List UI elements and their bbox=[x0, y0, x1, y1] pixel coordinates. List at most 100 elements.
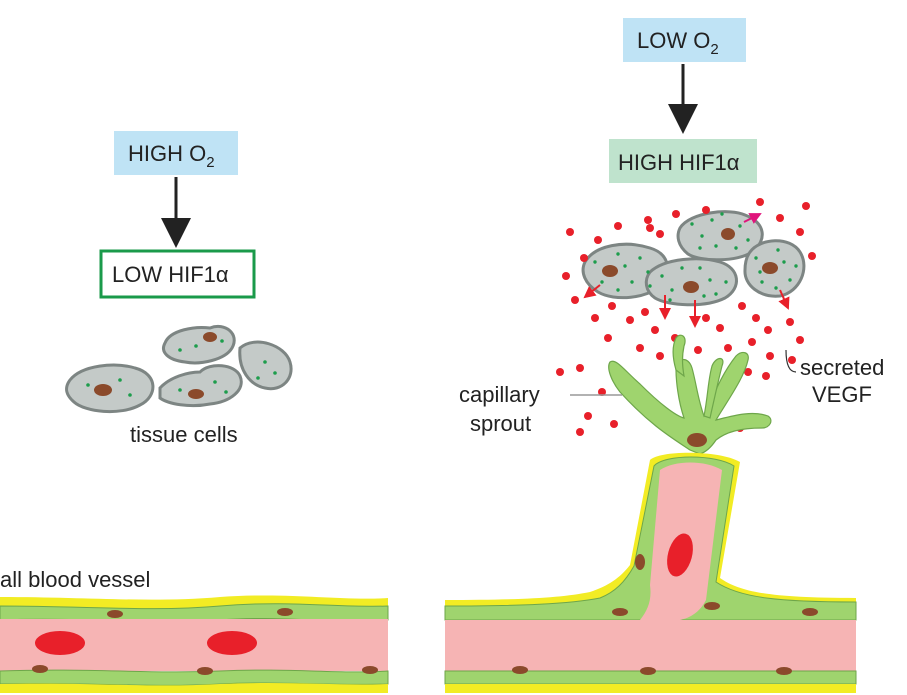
cell-dot bbox=[616, 288, 620, 292]
secretion-arrows bbox=[583, 284, 790, 328]
right-panel: LOW O2 HIGH HIF1α bbox=[444, 18, 884, 693]
tissue-cell bbox=[158, 364, 243, 408]
cell-dot bbox=[646, 270, 650, 274]
cell-dot bbox=[720, 212, 724, 216]
vegf-dot bbox=[641, 308, 649, 316]
cell-dot bbox=[680, 266, 684, 270]
vegf-dot bbox=[636, 344, 644, 352]
cell-dot bbox=[630, 280, 634, 284]
low-o2-box: LOW O2 bbox=[623, 18, 746, 62]
blood-vessel-label: all blood vessel bbox=[0, 567, 150, 592]
cell-dot bbox=[648, 284, 652, 288]
vegf-dot bbox=[610, 420, 618, 428]
vegf-dot bbox=[756, 198, 764, 206]
cell-dot bbox=[794, 264, 798, 268]
vegf-dot bbox=[644, 216, 652, 224]
cell-dot bbox=[708, 278, 712, 282]
vegf-dot bbox=[764, 326, 772, 334]
capillary-sprout bbox=[608, 334, 772, 455]
high-o2-box: HIGH O2 bbox=[114, 131, 238, 175]
vegf-dot bbox=[762, 372, 770, 380]
vegf-dot bbox=[584, 412, 592, 420]
tissue-cells bbox=[65, 325, 293, 414]
vegf-dot bbox=[651, 326, 659, 334]
tissue-cell bbox=[162, 325, 236, 365]
vegf-dot bbox=[808, 252, 816, 260]
vegf-dot bbox=[566, 228, 574, 236]
cell-dot bbox=[782, 260, 786, 264]
red-blood-cell bbox=[207, 631, 257, 655]
high-hif-box: HIGH HIF1α bbox=[609, 139, 757, 183]
cell-dot bbox=[760, 280, 764, 284]
vegf-dot bbox=[556, 368, 564, 376]
pink-arrow bbox=[743, 213, 762, 224]
cell-dot bbox=[714, 244, 718, 248]
cell-dot bbox=[638, 256, 642, 260]
cell-dot bbox=[738, 224, 742, 228]
vegf-dot bbox=[614, 222, 622, 230]
tissue-cell-dots bbox=[86, 339, 277, 397]
vegf-dot bbox=[752, 314, 760, 322]
left-panel: HIGH O2 LOW HIF1α tissue cells all bbox=[0, 131, 389, 693]
capillary-sprout-label: capillary sprout bbox=[459, 382, 622, 436]
secreted-vegf-label: secreted VEGF bbox=[785, 349, 884, 407]
cell-dot bbox=[593, 260, 597, 264]
sprouting-blood-vessel bbox=[444, 452, 857, 693]
cell-dot bbox=[710, 218, 714, 222]
vegf-dot bbox=[656, 352, 664, 360]
cell-dot bbox=[758, 270, 762, 274]
vegf-dot bbox=[786, 318, 794, 326]
high-o2-label: HIGH O bbox=[128, 141, 206, 166]
tissue-cell bbox=[238, 340, 293, 391]
high-o2-subscript: 2 bbox=[206, 154, 214, 171]
cell-dot bbox=[702, 294, 706, 298]
svg-text:VEGF: VEGF bbox=[812, 382, 872, 407]
vegf-dot bbox=[626, 316, 634, 324]
cell-dot bbox=[616, 252, 620, 256]
vegf-dot bbox=[672, 210, 680, 218]
vegf-dot bbox=[802, 202, 810, 210]
vegf-dot bbox=[748, 338, 756, 346]
small-blood-vessel bbox=[0, 595, 389, 693]
vegf-dot bbox=[738, 302, 746, 310]
vegf-dot bbox=[766, 352, 774, 360]
svg-text:capillary: capillary bbox=[459, 382, 540, 407]
vegf-dot bbox=[646, 224, 654, 232]
low-hif-label: LOW HIF1α bbox=[112, 262, 229, 287]
svg-text:HIGH O2: HIGH O2 bbox=[128, 141, 215, 171]
vegf-dot bbox=[796, 228, 804, 236]
svg-text:LOW O2: LOW O2 bbox=[637, 28, 719, 58]
hypoxic-cell-nuclei bbox=[602, 228, 778, 293]
tissue-cell-nuclei bbox=[94, 332, 217, 399]
vegf-dot bbox=[776, 214, 784, 222]
vegf-dot bbox=[796, 336, 804, 344]
vegf-dot bbox=[562, 272, 570, 280]
cell-dot bbox=[724, 280, 728, 284]
vegf-dot bbox=[744, 368, 752, 376]
svg-text:secreted: secreted bbox=[800, 355, 884, 380]
tissue-cells-label: tissue cells bbox=[130, 422, 238, 447]
cell-dot bbox=[700, 234, 704, 238]
vegf-dot bbox=[598, 388, 606, 396]
vegf-dot bbox=[724, 344, 732, 352]
vegf-dot bbox=[716, 324, 724, 332]
vegf-dot bbox=[694, 346, 702, 354]
vegf-dot bbox=[604, 334, 612, 342]
red-blood-cell bbox=[667, 533, 693, 577]
cell-dot bbox=[776, 248, 780, 252]
vegf-dot bbox=[608, 302, 616, 310]
cell-dot bbox=[714, 292, 718, 296]
high-hif-label: HIGH HIF1α bbox=[618, 150, 740, 175]
cell-dot bbox=[668, 298, 672, 302]
cell-dot bbox=[698, 266, 702, 270]
cell-dot bbox=[623, 264, 627, 268]
red-blood-cell bbox=[35, 631, 85, 655]
svg-text:sprout: sprout bbox=[470, 411, 531, 436]
low-o2-label: LOW O bbox=[637, 28, 710, 53]
cell-dot bbox=[734, 246, 738, 250]
cell-dot bbox=[788, 278, 792, 282]
vegf-dot bbox=[576, 364, 584, 372]
tip-cell-nucleus bbox=[687, 433, 707, 447]
vegf-molecules bbox=[556, 198, 816, 436]
